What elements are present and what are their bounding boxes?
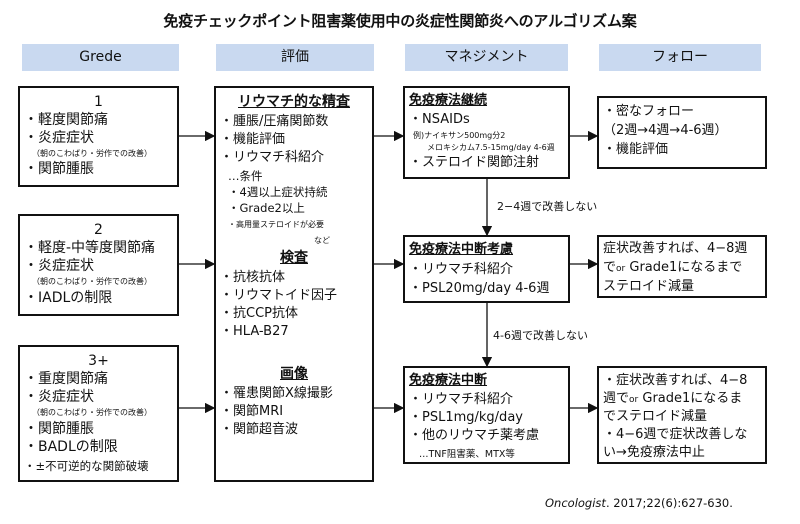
management-example: メロキシカム7.5-15mg/day 4-6週 bbox=[427, 143, 555, 152]
grade-3-box: 3+ ・重度関節痛 ・炎症症状 （朝のこわばり・労作での改善） ・関節腫脹 ・B… bbox=[18, 345, 179, 482]
follow-text: 週でor Grade1になるま bbox=[603, 391, 743, 406]
follow-text: でステロイド減量 bbox=[603, 409, 708, 424]
management-item: ・他のリウマチ薬考慮 bbox=[409, 428, 540, 443]
grade-1-line: ・関節腫脹 bbox=[24, 161, 94, 177]
grade-3-line: ・炎症症状 bbox=[24, 389, 94, 405]
grade-2-line: ・IADLの制限 bbox=[24, 290, 113, 306]
grade-1-box: 1 ・軽度関節痛 ・炎症症状 （朝のこわばり・労作での改善） ・関節腫脹 bbox=[18, 86, 179, 187]
follow-text: ・4−6週で症状改善しな bbox=[603, 427, 748, 442]
grade-1-note: （朝のこわばり・労作での改善） bbox=[32, 149, 152, 158]
management-item: ・リウマチ科紹介 bbox=[409, 392, 514, 407]
grade-2-number: 2 bbox=[94, 222, 103, 238]
follow-text: ・症状改善すれば、4−8 bbox=[603, 373, 748, 388]
grade-1-line: ・軽度関節痛 bbox=[24, 112, 108, 128]
follow-item: ・機能評価 bbox=[603, 142, 669, 157]
management-continue-heading: 免疫療法継続 bbox=[409, 93, 488, 108]
management-drug-examples: …TNF阻害薬、MTX等 bbox=[419, 449, 515, 460]
evaluation-tests-heading: 検査 bbox=[280, 250, 308, 266]
grade-3-line: ・±不可逆的な関節破壊 bbox=[24, 459, 149, 473]
citation: Oncologist. 2017;22(6):627-630. bbox=[545, 496, 733, 510]
page-title: 免疫チェックポイント阻害薬使用中の炎症性関節炎へのアルゴリズム案 bbox=[163, 12, 637, 30]
evaluation-imaging: ・罹患関節X線撮影 bbox=[220, 386, 333, 401]
management-item: ・PSL1mg/kg/day bbox=[409, 410, 523, 425]
grade-2-line: ・炎症症状 bbox=[24, 258, 94, 274]
evaluation-imaging-heading: 画像 bbox=[280, 366, 308, 382]
follow-schedule: （2週→4週→4-6週） bbox=[603, 123, 728, 138]
follow-item: ・密なフォロー bbox=[603, 104, 695, 119]
evaluation-item: ・腫脹/圧痛関節数 bbox=[220, 114, 329, 129]
evaluation-box: リウマチ的な精査 ・腫脹/圧痛関節数 ・機能評価 ・リウマチ科紹介 …条件 ・4… bbox=[214, 86, 374, 482]
management-consider-hold-heading: 免疫療法中断考慮 bbox=[409, 242, 514, 257]
follow-close-box: ・密なフォロー （2週→4週→4-6週） ・機能評価 bbox=[597, 96, 767, 169]
management-item: ・PSL20mg/day 4-6週 bbox=[409, 281, 550, 296]
follow-text: い→免疫療法中止 bbox=[603, 445, 705, 460]
grade-3-line: ・関節腫脹 bbox=[24, 421, 94, 437]
header-management: マネジメント bbox=[405, 44, 568, 71]
management-continue-box: 免疫療法継続 ・NSAIDs 例)ナイキサン500mg分2 メロキシカム7.5-… bbox=[403, 86, 570, 179]
follow-text: ステロイド減量 bbox=[603, 279, 695, 294]
grade-3-line: ・BADLの制限 bbox=[24, 439, 118, 455]
management-item: ・リウマチ科紹介 bbox=[409, 262, 514, 277]
follow-text: 症状改善すれば、4−8週 bbox=[603, 241, 748, 256]
evaluation-imaging: ・関節超音波 bbox=[220, 422, 299, 437]
header-follow: フォロー bbox=[599, 44, 761, 71]
evaluation-test: ・抗核抗体 bbox=[220, 270, 286, 285]
evaluation-test: ・抗CCP抗体 bbox=[220, 306, 298, 321]
header-grade: Grede bbox=[22, 44, 179, 71]
follow-taper-box: 症状改善すれば、4−8週 でor Grade1になるまで ステロイド減量 bbox=[597, 235, 767, 298]
grade-3-number: 3+ bbox=[88, 353, 109, 369]
management-item: ・ステロイド関節注射 bbox=[409, 155, 540, 170]
management-hold-box: 免疫療法中断 ・リウマチ科紹介 ・PSL1mg/kg/day ・他のリウマチ薬考… bbox=[403, 366, 570, 464]
grade-3-note: （朝のこわばり・労作での改善） bbox=[32, 408, 152, 417]
grade-2-note: （朝のこわばり・労作での改善） bbox=[32, 277, 152, 286]
follow-text: でor Grade1になるまで bbox=[603, 260, 743, 275]
management-consider-hold-box: 免疫療法中断考慮 ・リウマチ科紹介 ・PSL20mg/day 4-6週 bbox=[403, 235, 570, 303]
grade-1-number: 1 bbox=[94, 94, 103, 110]
header-evaluation: 評価 bbox=[216, 44, 374, 71]
evaluation-imaging: ・関節MRI bbox=[220, 404, 284, 419]
management-item: ・NSAIDs bbox=[409, 112, 470, 127]
grade-2-line: ・軽度-中等度関節痛 bbox=[24, 240, 156, 256]
evaluation-condition: ・4週以上症状持続 bbox=[228, 185, 328, 199]
arrow-label-2-4-weeks: 2−4週で改善しない bbox=[497, 198, 598, 214]
evaluation-item: ・機能評価 bbox=[220, 132, 286, 147]
management-hold-heading: 免疫療法中断 bbox=[409, 373, 488, 388]
follow-stop-box: ・症状改善すれば、4−8 週でor Grade1になるま でステロイド減量 ・4… bbox=[597, 366, 767, 464]
evaluation-etc: など bbox=[314, 236, 330, 245]
evaluation-condition: ・Grade2以上 bbox=[228, 201, 305, 215]
arrow-label-4-6-weeks: 4-6週で改善しない bbox=[493, 327, 588, 343]
evaluation-item: ・リウマチ科紹介 bbox=[220, 150, 325, 165]
evaluation-test: ・リウマトイド因子 bbox=[220, 288, 338, 303]
grade-2-box: 2 ・軽度-中等度関節痛 ・炎症症状 （朝のこわばり・労作での改善） ・IADL… bbox=[18, 214, 179, 316]
evaluation-condition: …条件 bbox=[228, 169, 263, 183]
grade-3-line: ・重度関節痛 bbox=[24, 371, 108, 387]
evaluation-condition: ・高用量ステロイドが必要 bbox=[228, 220, 324, 229]
grade-1-line: ・炎症症状 bbox=[24, 130, 94, 146]
management-example: 例)ナイキサン500mg分2 bbox=[413, 131, 506, 140]
evaluation-rheum-heading: リウマチ的な精査 bbox=[238, 94, 350, 110]
evaluation-test: ・HLA-B27 bbox=[220, 324, 289, 339]
